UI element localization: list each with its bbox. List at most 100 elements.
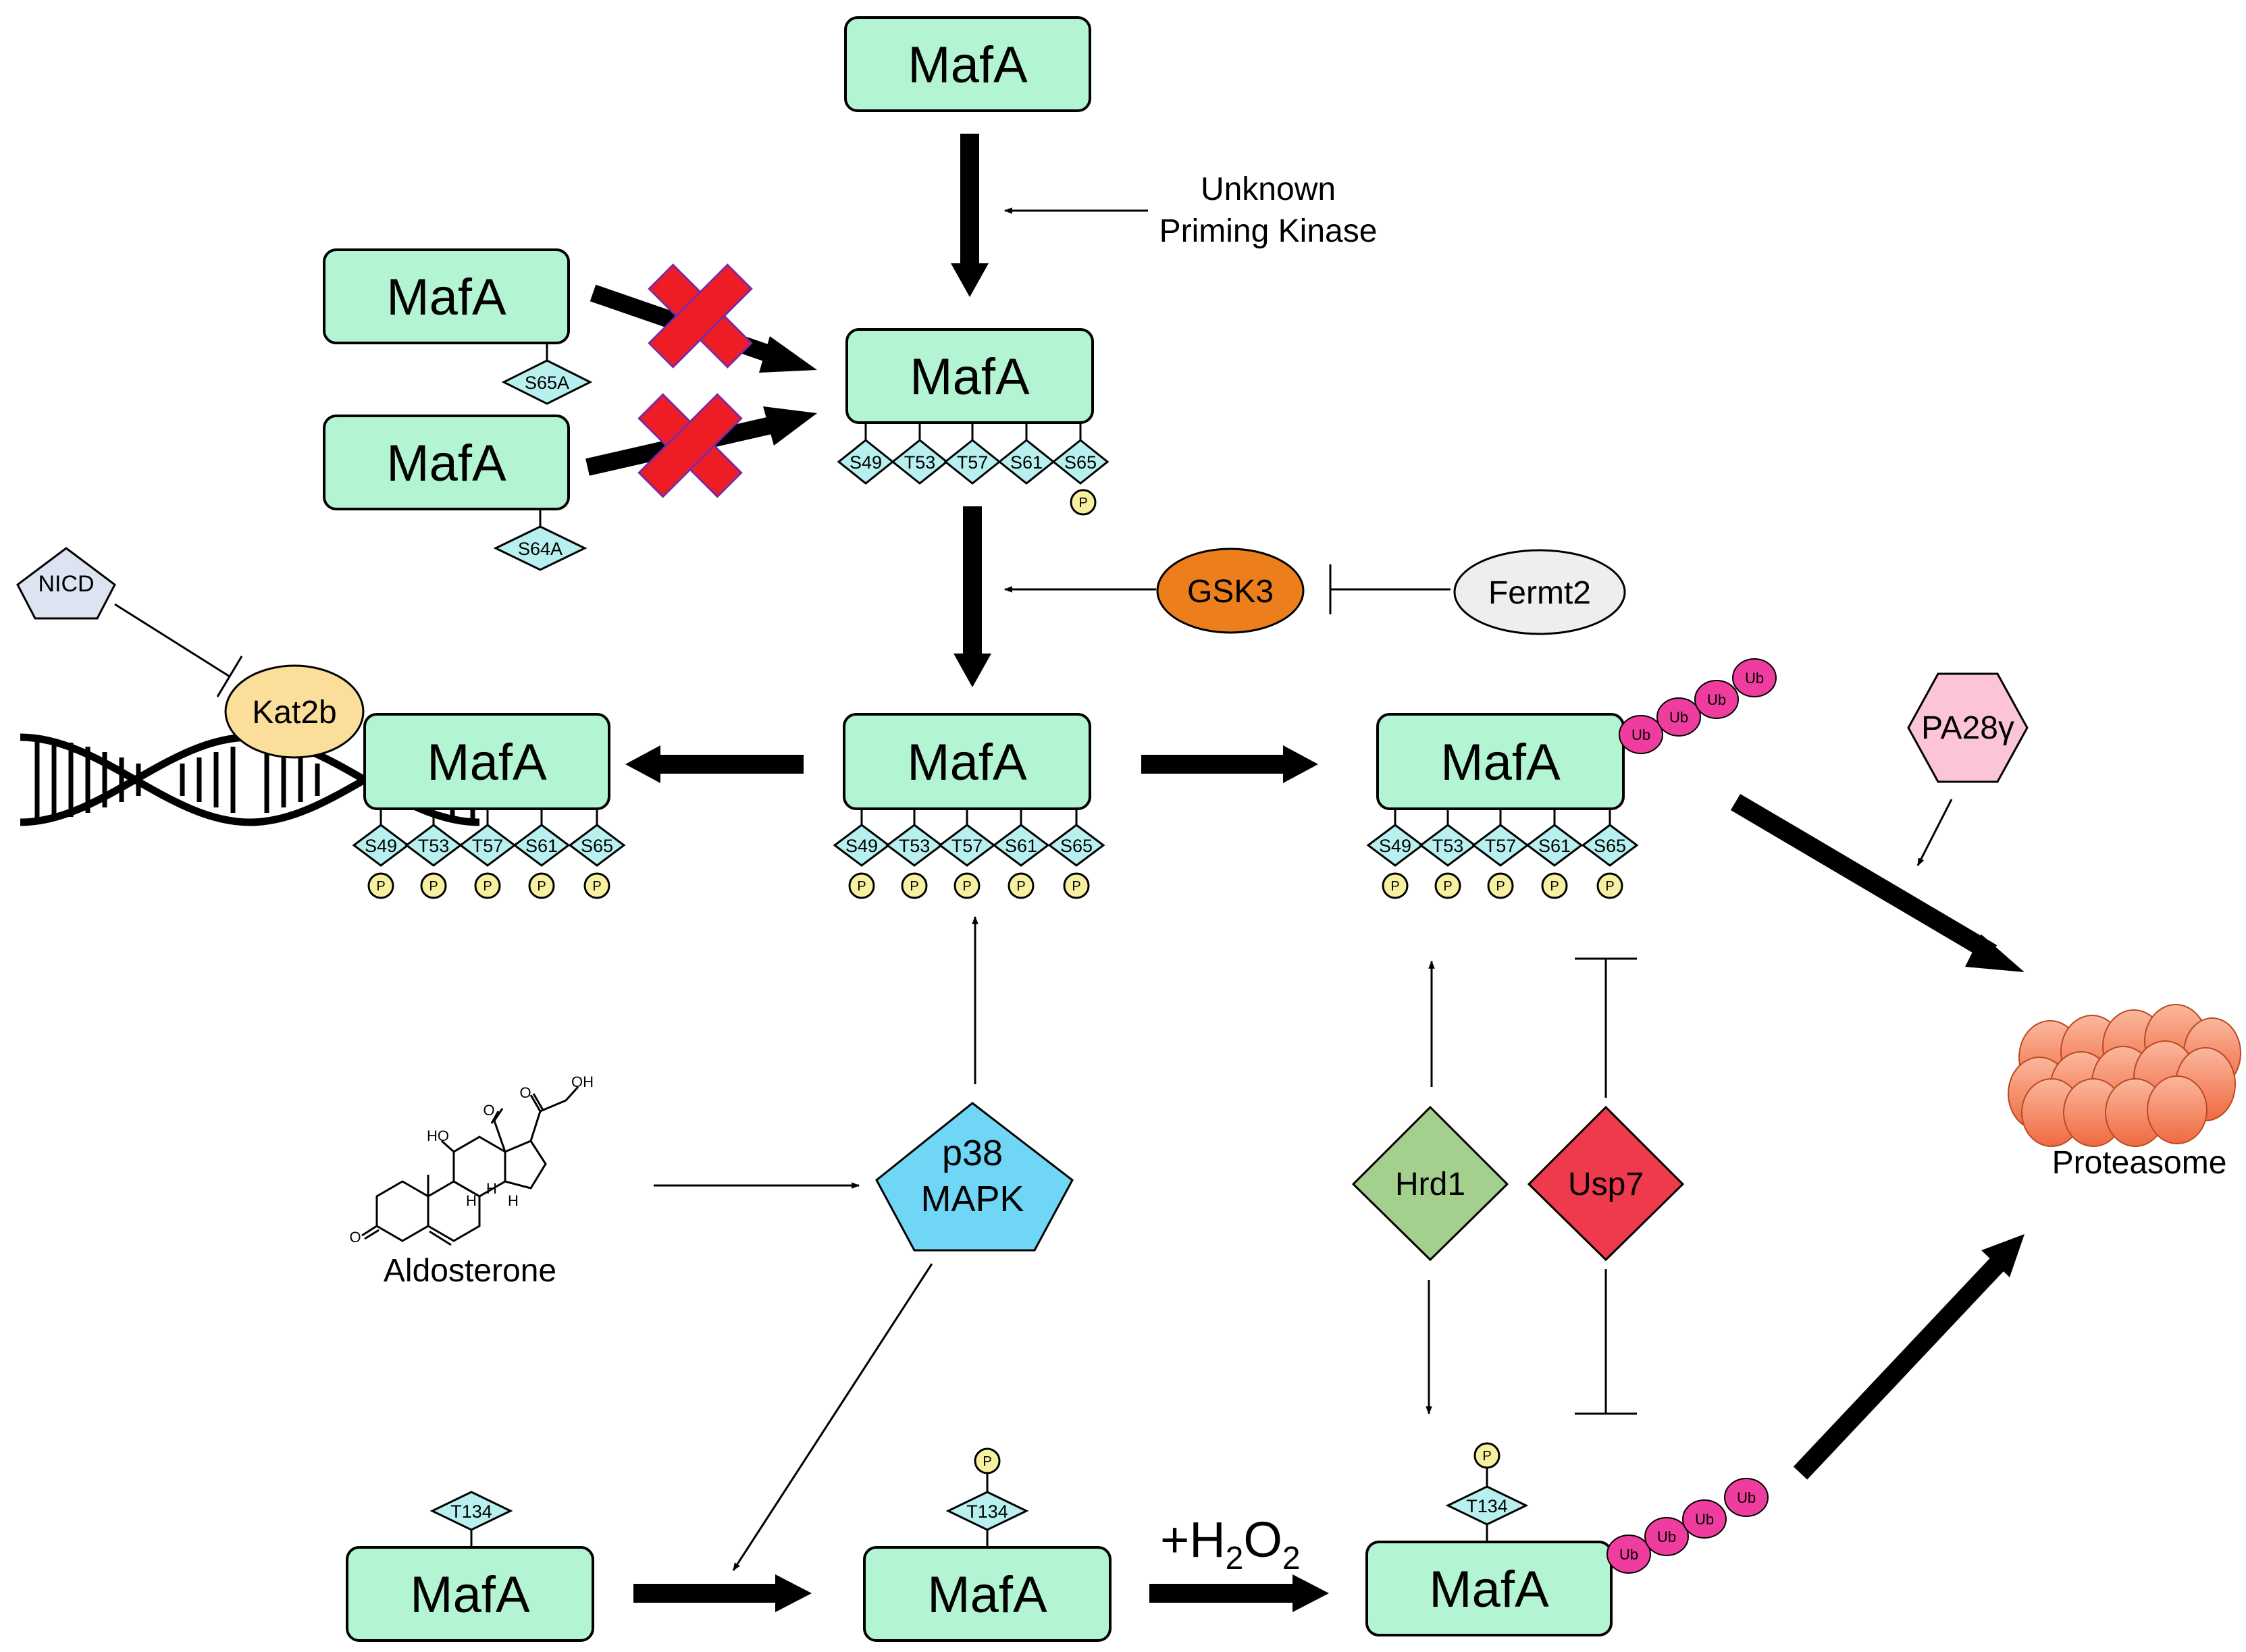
arrow-pa28-to-proteasome xyxy=(1916,799,1953,867)
site-diamond-s49: S49 xyxy=(837,439,895,485)
svg-text:Ub: Ub xyxy=(1619,1546,1638,1563)
phosphate-circle: P xyxy=(1008,872,1035,899)
site-diamond-t53: T53 xyxy=(891,439,949,485)
svg-text:S49: S49 xyxy=(850,452,882,473)
svg-text:NICD: NICD xyxy=(38,571,94,597)
svg-text:P: P xyxy=(1390,879,1399,894)
phosphate-circle: P xyxy=(1070,489,1097,516)
svg-text:H: H xyxy=(466,1192,477,1209)
proteasome-label: Proteasome xyxy=(2052,1145,2227,1181)
svg-text:O: O xyxy=(519,1084,531,1101)
svg-text:HO: HO xyxy=(427,1127,449,1144)
site-diamond-t53: T53 xyxy=(1419,824,1477,867)
svg-text:T53: T53 xyxy=(418,836,450,856)
svg-text:Ub: Ub xyxy=(1707,691,1726,708)
svg-text:MafA: MafA xyxy=(907,734,1027,791)
mafa-box-t134-phosphorylated: MafA T134 P xyxy=(863,1447,1112,1642)
phosphate-circle: P xyxy=(1063,872,1090,899)
svg-text:P: P xyxy=(537,879,546,894)
svg-text:S65: S65 xyxy=(1060,836,1093,856)
svg-text:P: P xyxy=(1078,496,1087,510)
arrow-p38-to-t134 xyxy=(732,1263,933,1572)
mafa-box-t134-ubiquitinated: MafA T134 P Ub Ub Ub Ub xyxy=(1365,1442,1769,1636)
svg-text:P: P xyxy=(1482,1449,1491,1464)
phosphate-circle: P xyxy=(1541,872,1568,899)
usp7-node: Usp7 xyxy=(1527,1105,1685,1262)
svg-text:S65: S65 xyxy=(1594,836,1626,856)
mafa-box-s64a: MafA S64A xyxy=(323,415,587,571)
site-diamond-t134 xyxy=(1445,1485,1529,1526)
phosphate-circle: P xyxy=(1487,872,1514,899)
h2o2-label: +H2O2 xyxy=(1160,1512,1301,1576)
svg-text:T57: T57 xyxy=(472,836,504,856)
svg-text:O: O xyxy=(483,1102,494,1119)
svg-text:S61: S61 xyxy=(1538,836,1571,856)
ubiquitin-chain: Ub Ub Ub Ub xyxy=(1607,1478,1769,1574)
proteasome-icon: Proteasome xyxy=(2008,1004,2241,1181)
phosphate-circle: P xyxy=(474,872,501,899)
mafa-box-top: MafA xyxy=(844,16,1091,112)
svg-text:T53: T53 xyxy=(899,836,931,856)
fermt2-node: Fermt2 xyxy=(1453,549,1626,635)
svg-text:P: P xyxy=(910,879,918,894)
svg-text:T53: T53 xyxy=(904,452,936,473)
svg-text:P: P xyxy=(376,879,385,894)
inhibition-nicd-kat2b xyxy=(114,603,230,678)
site-diamond-s65: S65 xyxy=(1051,439,1109,485)
svg-text:MafA: MafA xyxy=(386,435,506,492)
svg-text:S61: S61 xyxy=(1010,452,1043,473)
site-diamond-s49: S49 xyxy=(352,824,410,867)
svg-text:P: P xyxy=(1496,879,1505,894)
svg-text:T57: T57 xyxy=(951,836,983,856)
aldosterone-label: Aldosterone xyxy=(384,1253,556,1289)
phosphate-circle: P xyxy=(1596,872,1623,899)
arrow-bottom-to-proteasome xyxy=(1793,1256,2006,1480)
phosphate-circle: P xyxy=(1473,1442,1500,1469)
svg-text:H: H xyxy=(508,1192,519,1209)
svg-text:Hrd1: Hrd1 xyxy=(1395,1167,1465,1202)
svg-text:P: P xyxy=(429,879,438,894)
svg-text:MafA: MafA xyxy=(927,1566,1047,1624)
svg-text:Ub: Ub xyxy=(1695,1511,1714,1528)
p38-mapk-node: p38 MAPK xyxy=(875,1102,1074,1252)
site-diamond-t57: T57 xyxy=(459,824,517,867)
phosphate-circle: P xyxy=(848,872,875,899)
phosphate-circle: P xyxy=(528,872,555,899)
svg-text:P: P xyxy=(1072,879,1080,894)
site-diamond-t57: T57 xyxy=(1471,824,1530,867)
svg-text:Ub: Ub xyxy=(1745,670,1764,687)
svg-text:Ub: Ub xyxy=(1669,709,1688,726)
gsk3-node: GSK3 xyxy=(1156,548,1305,634)
svg-text:H: H xyxy=(486,1180,497,1197)
svg-text:S65: S65 xyxy=(1064,452,1097,473)
svg-text:P: P xyxy=(857,879,866,894)
site-diamond-s49: S49 xyxy=(833,824,891,867)
svg-text:Kat2b: Kat2b xyxy=(252,695,336,730)
priming-kinase-label-line1: Unknown xyxy=(1201,171,1336,207)
svg-text:S49: S49 xyxy=(365,836,397,856)
svg-text:MafA: MafA xyxy=(410,1566,530,1624)
svg-text:P: P xyxy=(1605,879,1614,894)
svg-text:S61: S61 xyxy=(1005,836,1037,856)
site-diamond-t57: T57 xyxy=(938,824,996,867)
phosphate-circle: P xyxy=(954,872,981,899)
svg-text:P: P xyxy=(1016,879,1025,894)
site-diamond-t57: T57 xyxy=(943,439,1001,485)
svg-text:Ub: Ub xyxy=(1631,726,1650,743)
red-x-icon xyxy=(648,263,753,369)
phosphate-circle: P xyxy=(1434,872,1461,899)
svg-text:T134: T134 xyxy=(966,1501,1008,1522)
red-x-icon xyxy=(637,393,743,498)
svg-text:MafA: MafA xyxy=(1429,1561,1549,1618)
svg-text:S61: S61 xyxy=(525,836,558,856)
site-diamond-s64a xyxy=(493,525,587,571)
site-diamond-s65: S65 xyxy=(1581,824,1639,867)
site-diamond-s61: S61 xyxy=(997,439,1055,485)
hrd1-node: Hrd1 xyxy=(1351,1105,1509,1262)
svg-text:MafA: MafA xyxy=(1440,734,1561,791)
site-diamond-t134 xyxy=(945,1491,1029,1531)
svg-text:MafA: MafA xyxy=(908,36,1028,94)
phosphate-circle: P xyxy=(367,872,394,899)
site-diamond-s49: S49 xyxy=(1366,824,1424,867)
phosphate-circle: P xyxy=(583,872,610,899)
